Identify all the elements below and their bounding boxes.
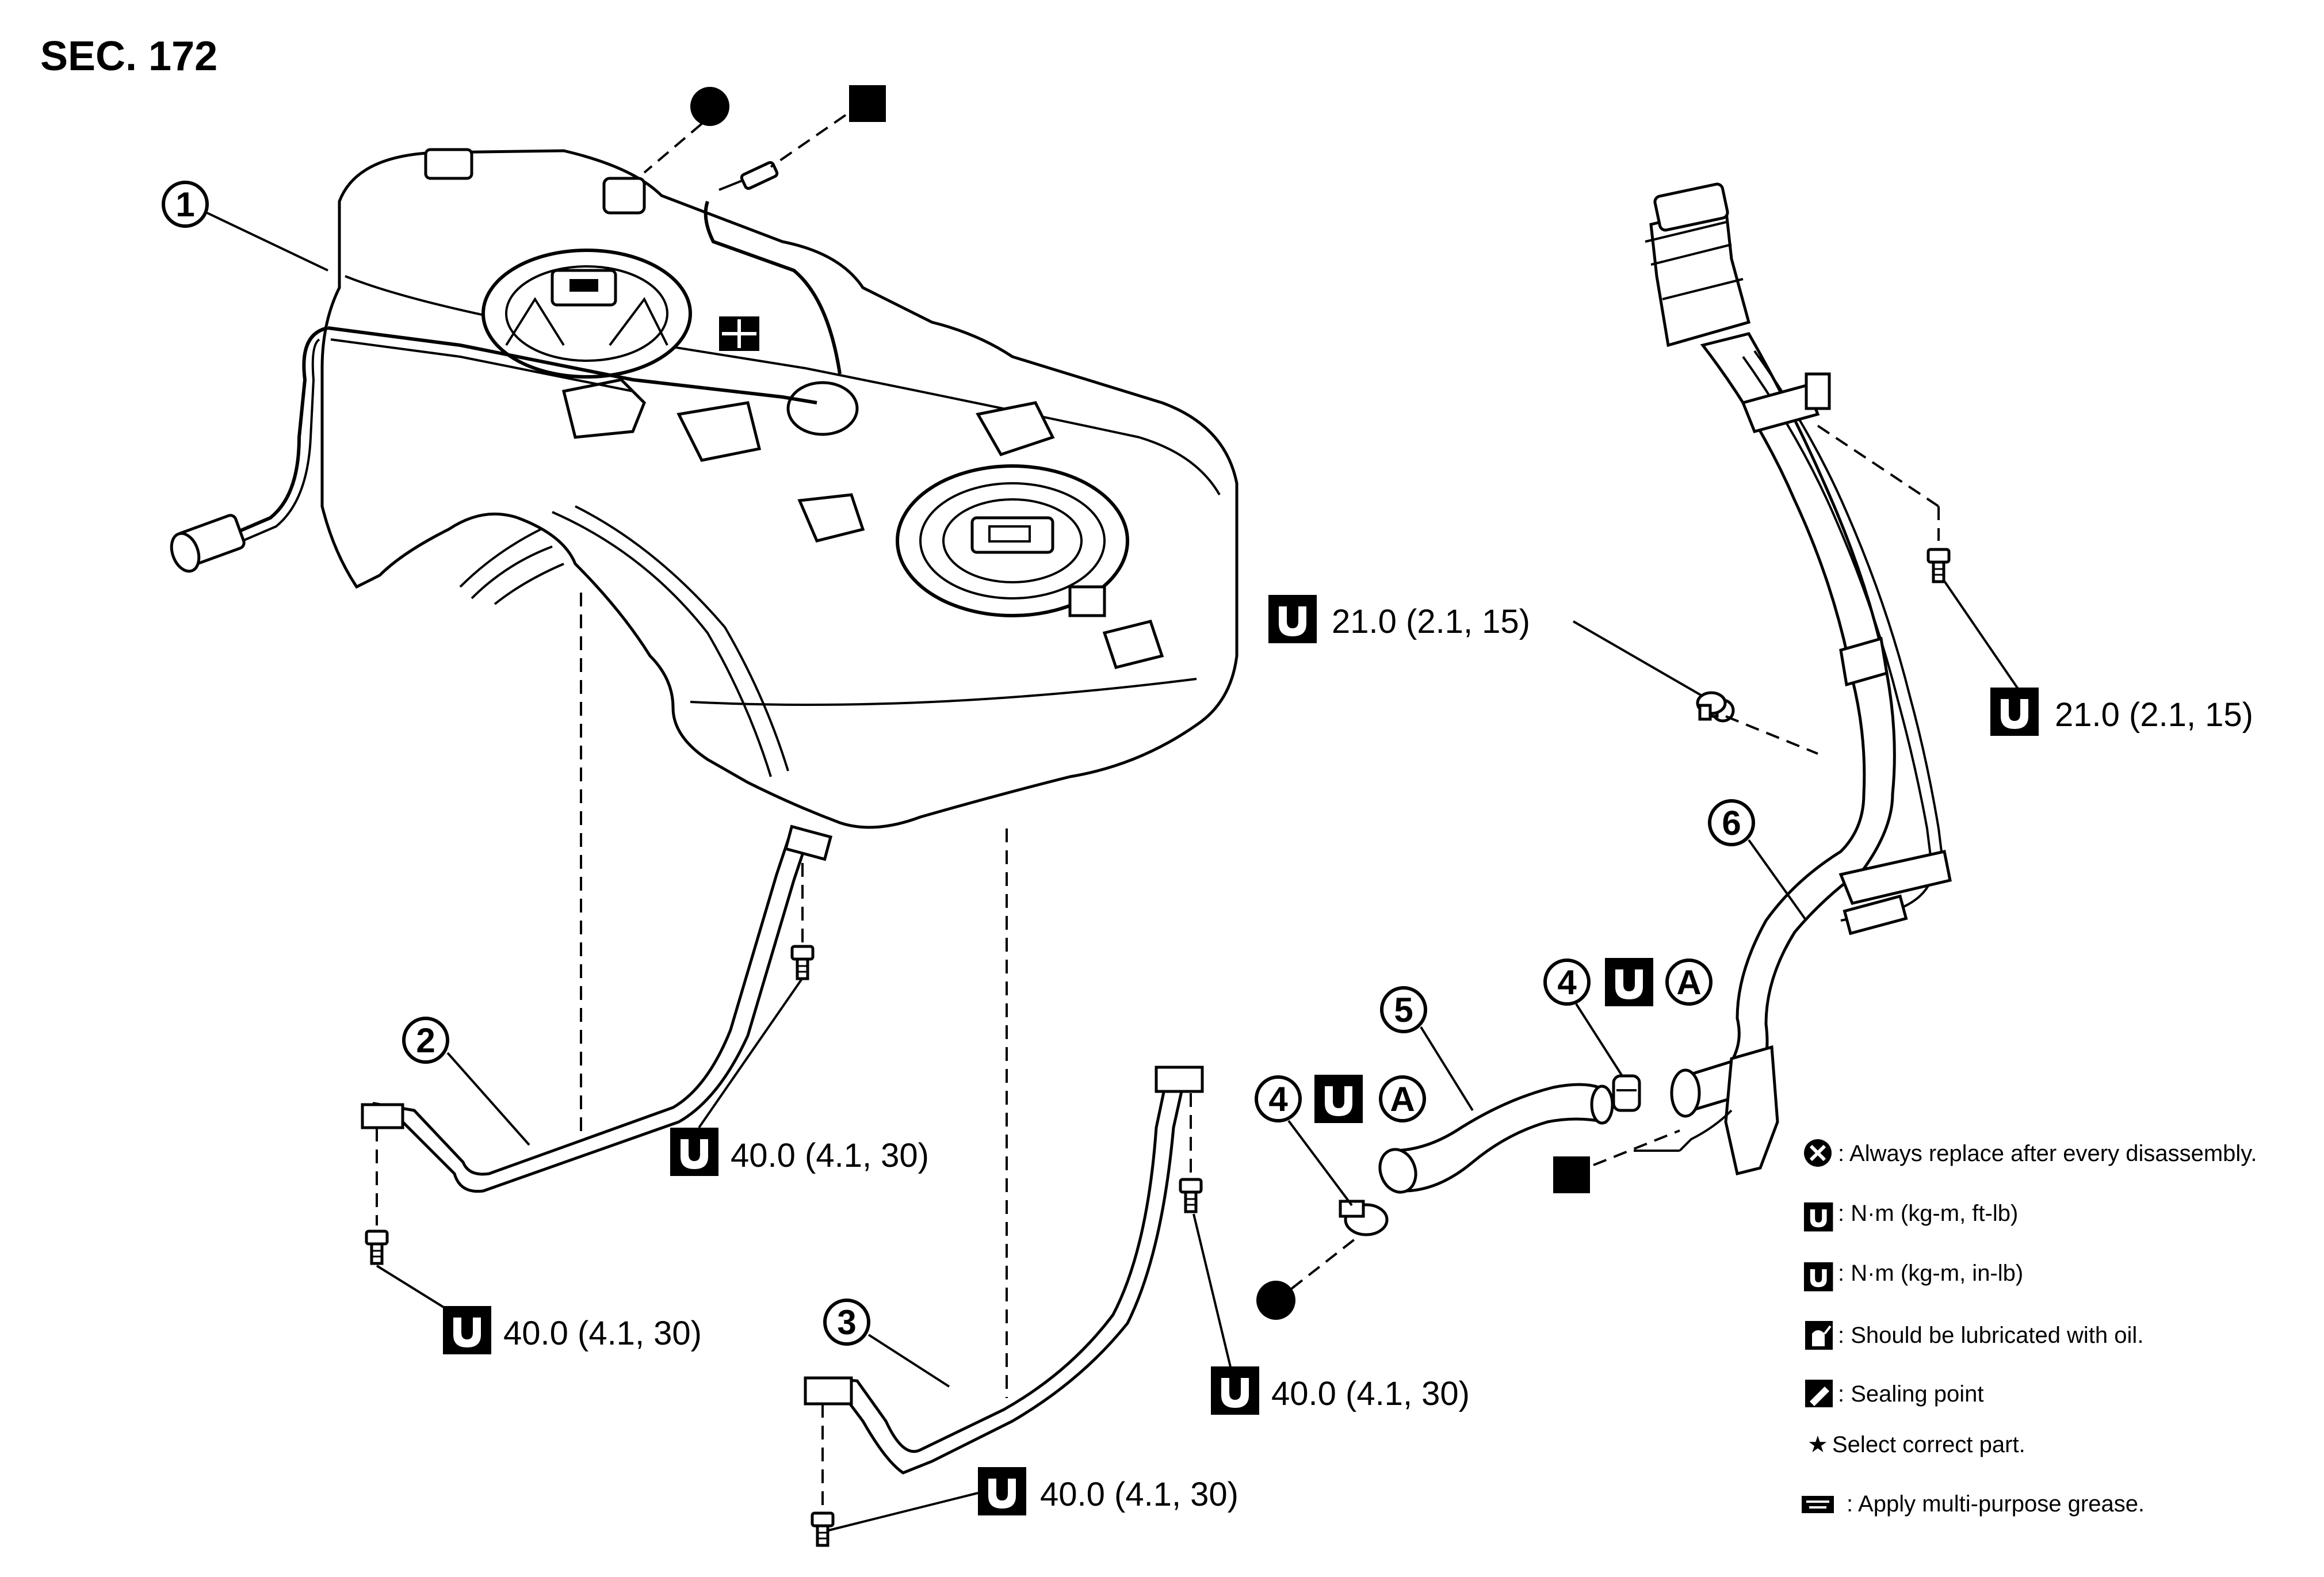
- hose-clamp-lower: [1339, 1200, 1389, 1236]
- fuel-tank-strap-right: [804, 1066, 1204, 1475]
- strap3-upper-bolt: [1180, 1179, 1201, 1212]
- fuel-level-sender: [896, 464, 1129, 617]
- fuel-tank-strap-left: [361, 824, 833, 1193]
- legend-item-replace: : Always replace after every disassembly…: [1838, 1141, 2257, 1166]
- sealing-icon: [1805, 1380, 1833, 1407]
- clamp-mark-lower: A: [1390, 1080, 1415, 1118]
- torque-strap2-upper: 40.0 (4.1, 30): [731, 1137, 929, 1174]
- tank-label-plate: [719, 316, 759, 351]
- legend-item-torque-ftlb: : N·m (kg-m, ft-lb): [1838, 1201, 2018, 1226]
- legend: : Always replace after every disassembly…: [1802, 1139, 2257, 1517]
- torque-inlb-icon: [1804, 1262, 1833, 1292]
- torque-filler-right: 21.0 (2.1, 15): [2055, 696, 2253, 734]
- legend-item-grease: : Apply multi-purpose grease.: [1847, 1491, 2145, 1517]
- vent-cap: [602, 177, 646, 215]
- callout-5: 5: [1394, 991, 1413, 1029]
- torque-ftlb-icon: [1804, 1202, 1833, 1232]
- hose-clamp-upper: [1612, 1074, 1641, 1112]
- fuel-pump-module: [481, 249, 692, 379]
- connection-dot-upper: [690, 87, 729, 126]
- legend-item-oil: : Should be lubricated with oil.: [1838, 1323, 2143, 1348]
- callout-2: 2: [416, 1021, 435, 1060]
- legend-item-select-part: Select correct part.: [1832, 1432, 2025, 1457]
- strap2-lower-bolt: [366, 1231, 387, 1263]
- filler-upper-bolt: [1928, 549, 1949, 582]
- callout-6: 6: [1722, 804, 1741, 842]
- callout-1: 1: [175, 185, 194, 224]
- torque-strap3-lower: 40.0 (4.1, 30): [1040, 1476, 1239, 1513]
- torque-strap3-right: 40.0 (4.1, 30): [1271, 1375, 1470, 1412]
- vent-valve: [786, 381, 859, 436]
- star-icon: ★: [1807, 1432, 1828, 1457]
- replace-icon: [1804, 1139, 1832, 1167]
- filler-mid-bolt: [1696, 691, 1727, 721]
- section-title: SEC. 172: [40, 33, 217, 79]
- filler-hose: [1378, 1083, 1614, 1194]
- torque-strap2-lower: 40.0 (4.1, 30): [503, 1315, 702, 1352]
- clamp-mark-upper: A: [1676, 963, 1701, 1002]
- callout-4-lower: 4: [1268, 1080, 1288, 1118]
- left-hose-connector: [170, 514, 246, 573]
- strap2-upper-bolt: [792, 946, 813, 979]
- callout-4-upper: 4: [1557, 963, 1577, 1002]
- callout-3: 3: [837, 1303, 856, 1342]
- fuel-tank: [170, 148, 1239, 829]
- connection-square-lower: [1553, 1156, 1590, 1193]
- grease-icon: [1802, 1496, 1834, 1513]
- connection-dot-lower: [1256, 1281, 1295, 1320]
- fuel-filler-tube: [1634, 182, 1952, 1176]
- torque-filler-upper: 21.0 (2.1, 15): [1332, 603, 1530, 640]
- oil-can-icon: [1805, 1321, 1833, 1350]
- legend-item-torque-inlb: : N·m (kg-m, in-lb): [1838, 1261, 2023, 1286]
- legend-item-sealing: : Sealing point: [1838, 1381, 1984, 1407]
- connection-square-upper: [849, 85, 886, 122]
